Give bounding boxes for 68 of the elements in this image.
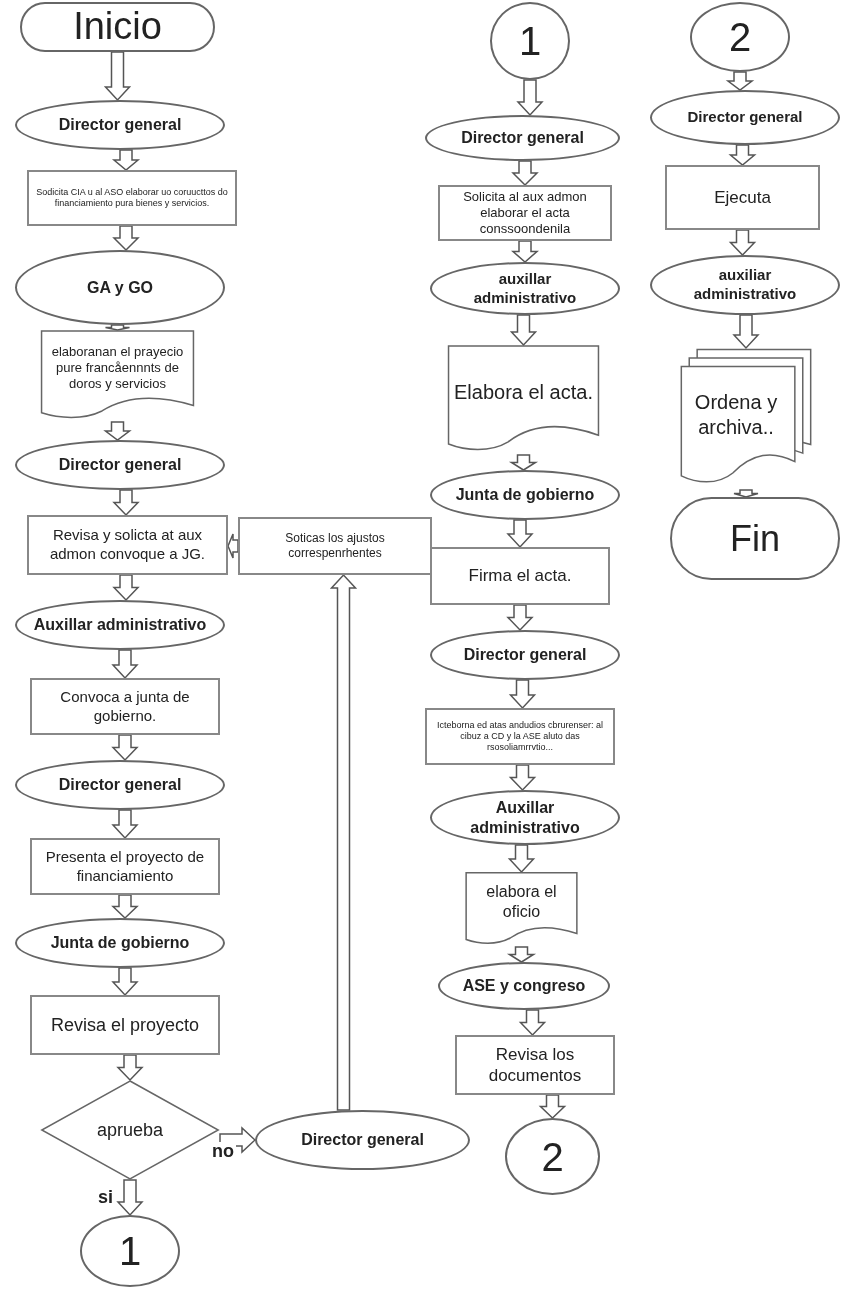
role-ellipse: Junta de gobierno [15, 918, 225, 968]
block-arrow [516, 79, 544, 117]
process-box: Revisa el proyecto [30, 995, 220, 1055]
process-box: Icteborna ed atas andudios cbrurenser: al cibuz a CD y la ASE aluto das rsosoliamrrvtio... [425, 708, 615, 765]
block-arrow [538, 1094, 567, 1120]
block-arrow [518, 1009, 547, 1037]
block-arrow [111, 809, 139, 840]
role-ellipse: Auxillar administrativo [430, 790, 620, 845]
process-box: Solicita al aux admon elaborar el acta conssoondenila [438, 185, 612, 241]
process-box: Presenta el proyecto de financiamiento [30, 838, 220, 895]
role-ellipse: Auxillar administrativo [15, 600, 225, 650]
block-arrow [111, 967, 139, 997]
block-arrow [112, 574, 140, 602]
role-ellipse: Director general [430, 630, 620, 680]
process-box: Firma el acta. [430, 547, 610, 605]
block-arrow [508, 679, 537, 710]
block-arrow [506, 946, 537, 963]
block-arrow [116, 1179, 144, 1217]
connector-circle: 2 [690, 2, 790, 72]
block-arrow [103, 51, 132, 102]
block-arrow [728, 229, 757, 257]
role-ellipse: Director general [255, 1110, 470, 1170]
process-box: Ejecuta [665, 165, 820, 230]
block-arrow [507, 844, 536, 874]
process-box: Convoca a junta de gobierno. [30, 678, 220, 735]
block-arrow [506, 604, 534, 632]
block-arrow [508, 764, 537, 792]
role-ellipse: ASE y congreso [438, 962, 610, 1010]
role-ellipse: Director general [15, 760, 225, 810]
block-arrow [511, 240, 539, 263]
block-arrow [506, 519, 534, 549]
block-arrow [111, 894, 139, 920]
block-arrow [329, 573, 358, 1111]
process-box: Revisa los documentos [455, 1035, 615, 1095]
role-ellipse: Junta de gobierno [430, 470, 620, 520]
edge-label: no [210, 1142, 236, 1160]
terminal-shape: Fin [670, 497, 840, 580]
process-box: Sodicita CIA u al ASO elaborar uo coruucttos do financiamiento pura bienes y servicios. [27, 170, 237, 226]
role-ellipse: Director general [650, 90, 840, 145]
block-arrow [116, 1054, 144, 1082]
block-arrow [511, 160, 539, 187]
connector-circle: 1 [80, 1215, 180, 1287]
role-ellipse: Director general [15, 440, 225, 490]
block-arrow [728, 144, 757, 166]
block-arrow [509, 314, 538, 347]
block-arrow [112, 489, 140, 517]
block-arrow [725, 71, 755, 91]
block-arrow [112, 225, 140, 252]
process-box: Soticas los ajustos correspenrhentes [238, 517, 432, 575]
block-arrow [111, 149, 141, 171]
connector-circle: 2 [505, 1118, 600, 1195]
edge-label: si [96, 1188, 115, 1206]
block-arrow [227, 533, 239, 559]
block-arrow [508, 454, 539, 471]
connector-circle: 1 [490, 2, 570, 80]
role-ellipse: auxiliar administrativo [650, 255, 840, 315]
role-ellipse: GA y GO [15, 250, 225, 325]
block-arrow [732, 314, 760, 350]
role-ellipse: auxillar administrativo [430, 262, 620, 315]
role-ellipse: Director general [15, 100, 225, 150]
block-arrow [733, 489, 759, 498]
block-arrow [111, 649, 139, 680]
terminal-shape: Inicio [20, 2, 215, 52]
role-ellipse: Director general [425, 115, 620, 161]
block-arrow [111, 734, 139, 762]
process-box: Revisa y solicta at aux admon convoque a JG. [27, 515, 228, 575]
document-shape: elabora el oficio [465, 872, 578, 947]
block-arrow [103, 421, 132, 441]
